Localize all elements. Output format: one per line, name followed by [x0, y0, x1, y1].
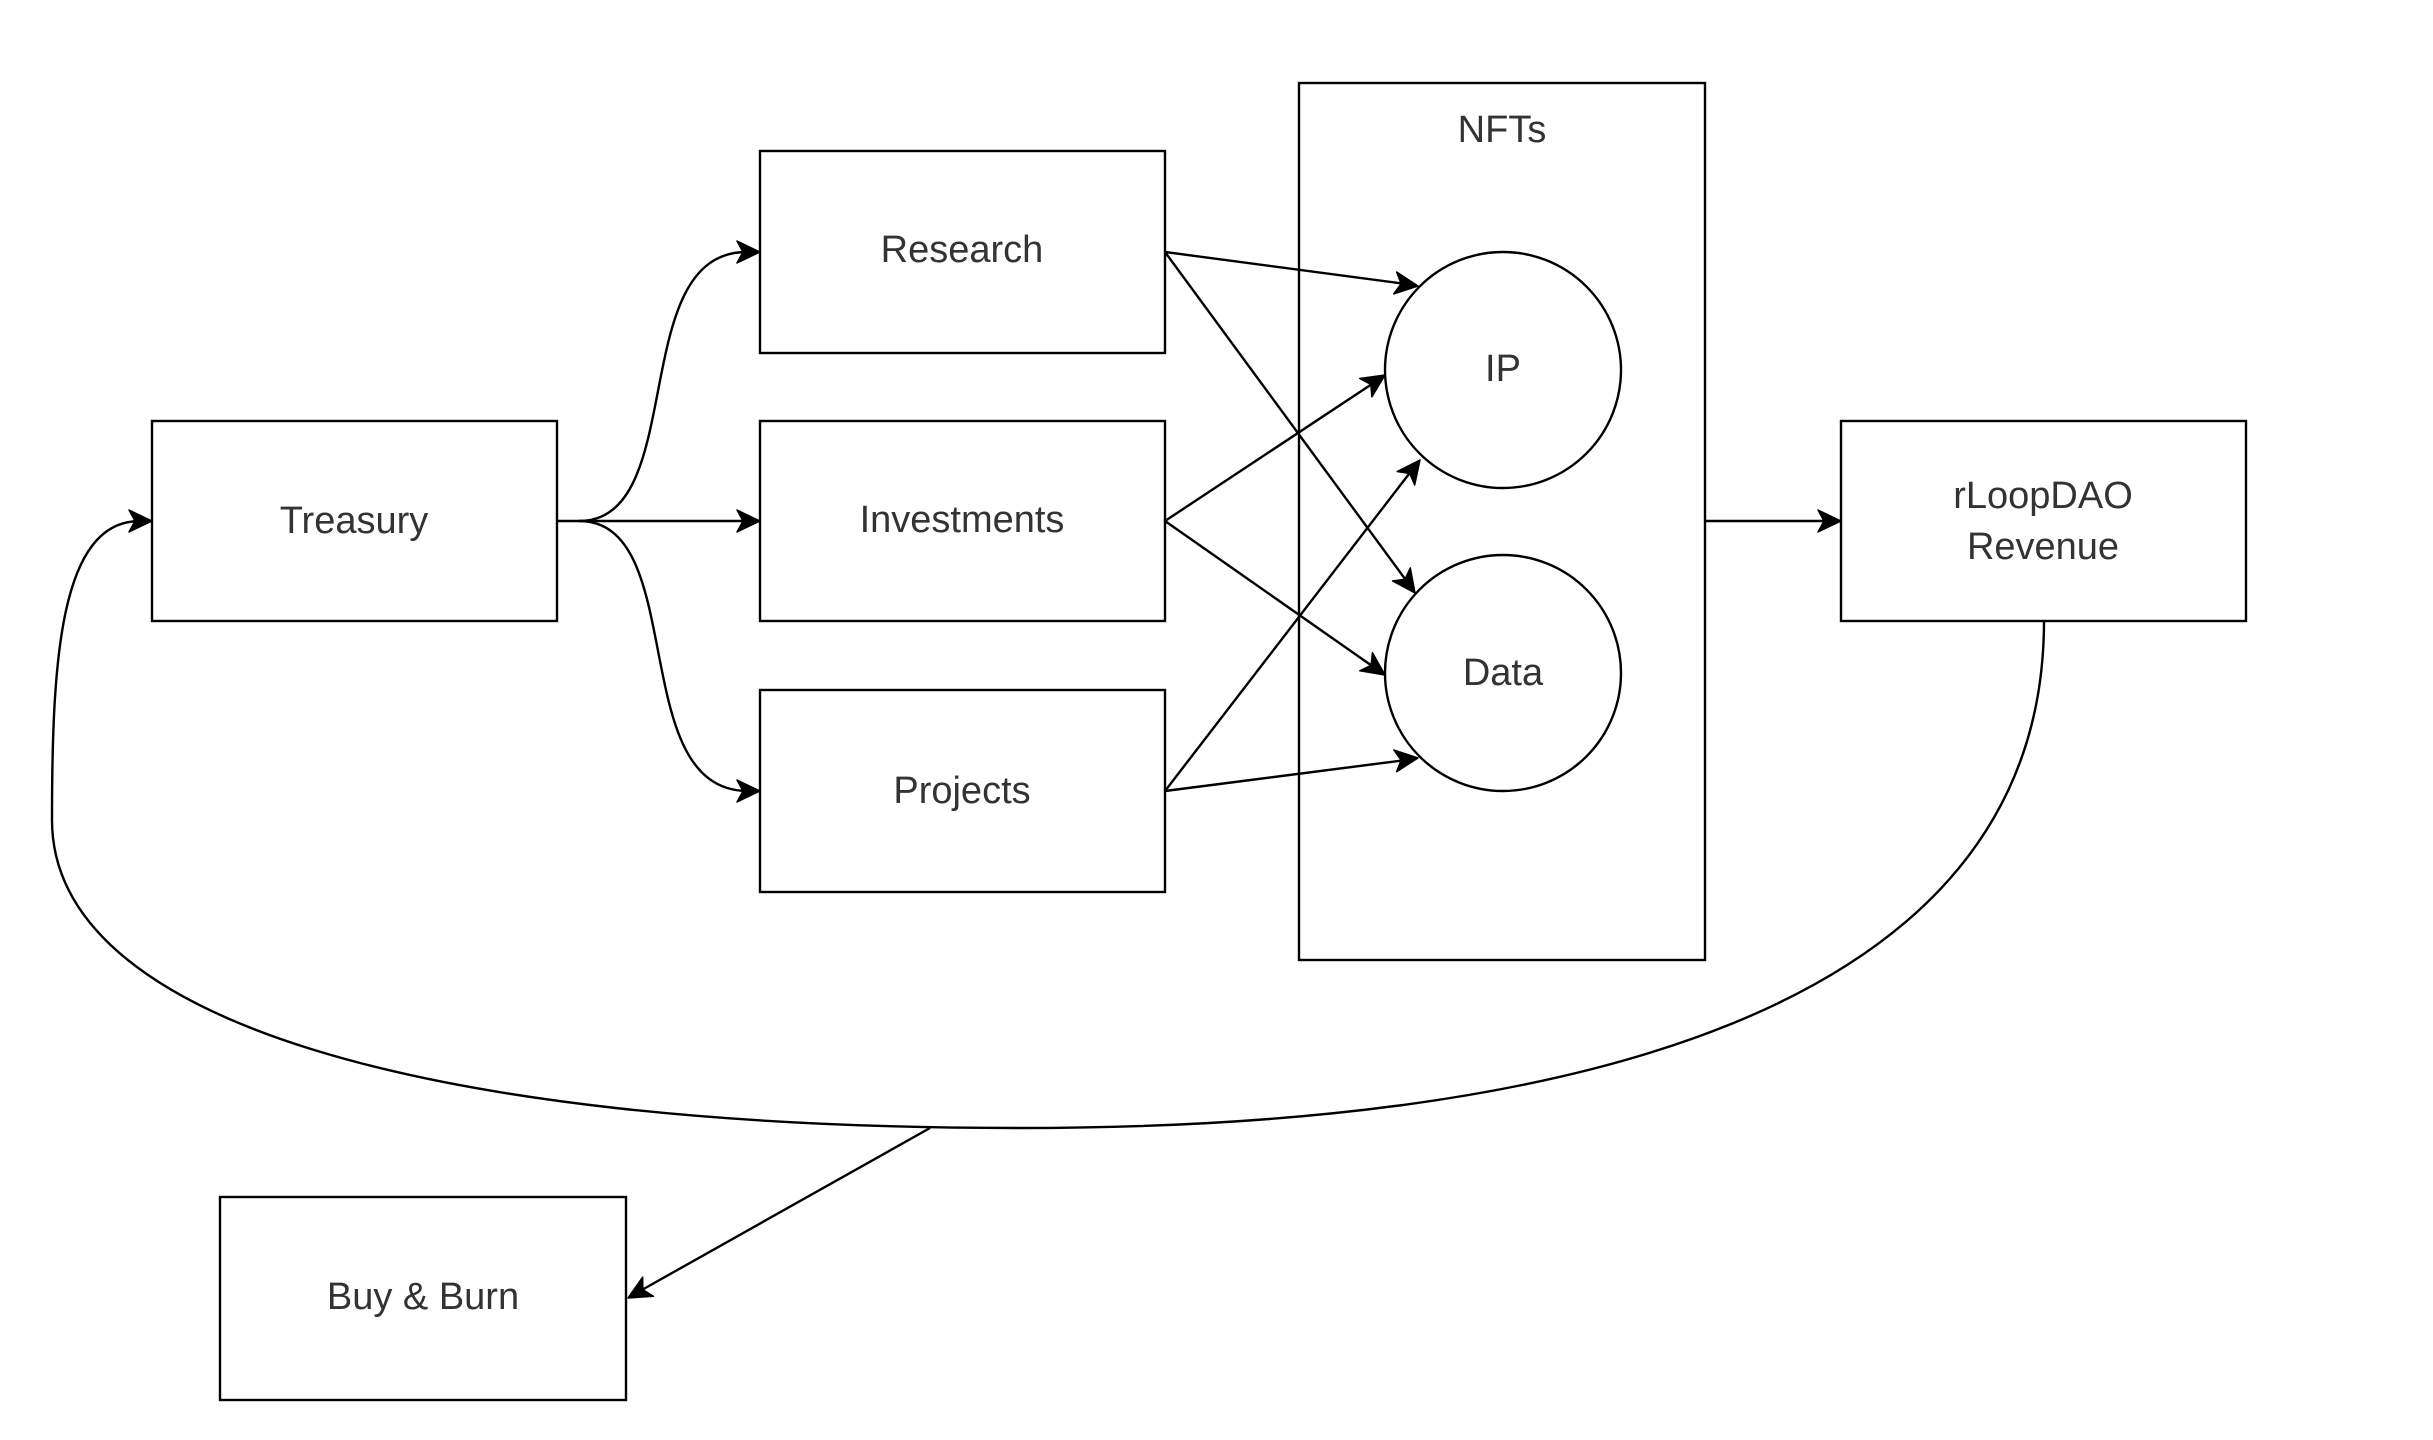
revenue-box [1839, 419, 2248, 623]
buy-burn-label: Buy & Burn [327, 1276, 519, 1318]
arrow-head-investments-ip [1358, 374, 1386, 398]
edge-projects-ip [1164, 469, 1413, 792]
arrow-head-research [736, 240, 761, 264]
revenue-label-line1: rLoopDAO [1953, 475, 2133, 517]
ip-circle [1383, 250, 1623, 490]
edge-investments-ip [1164, 380, 1376, 523]
edge-treasury-research [578, 250, 749, 523]
data-circle [1383, 553, 1623, 793]
arrow-head-investments-data [1359, 652, 1386, 676]
edge-research-ip [1164, 250, 1407, 286]
projects-box [758, 688, 1167, 894]
investments-box [758, 419, 1167, 623]
research-label: Research [881, 229, 1044, 271]
edge-investments-data [1164, 520, 1376, 669]
edge-projects-data [1164, 758, 1407, 793]
arrow-head-investments [736, 509, 761, 533]
arrow-head-buy-burn [627, 1276, 655, 1299]
nfts-label: NFTs [1458, 109, 1547, 151]
revenue-label-line2: Revenue [1967, 526, 2119, 568]
arrow-head-treasury-loop [128, 509, 153, 533]
edge-revenue-treasury-loop [50, 519, 2046, 1130]
arrow-head-research-data [1391, 567, 1416, 594]
buy-burn-box [218, 1195, 628, 1402]
investments-label: Investments [860, 499, 1065, 541]
nfts-container [1297, 81, 1707, 962]
treasury-label: Treasury [280, 500, 429, 542]
arrow-head-projects [736, 779, 761, 803]
ip-label: IP [1485, 348, 1521, 390]
arrow-head-revenue [1817, 509, 1842, 533]
treasury-box [150, 419, 559, 623]
arrow-head-projects-ip [1396, 459, 1421, 486]
data-label: Data [1463, 652, 1544, 694]
arrow-head-projects-data [1393, 749, 1419, 773]
projects-label: Projects [893, 770, 1030, 812]
research-box [758, 149, 1167, 355]
arrow-head-research-ip [1392, 271, 1419, 295]
edge-revenue-buy-burn [639, 1126, 931, 1293]
edge-treasury-projects [578, 519, 749, 793]
